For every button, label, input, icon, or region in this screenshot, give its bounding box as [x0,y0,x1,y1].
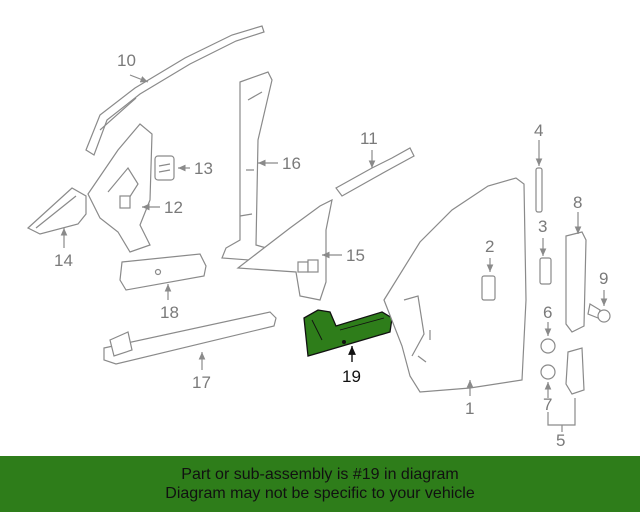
part-11-roof-bracket[interactable] [335,147,415,197]
callout-4: 4 [534,121,543,140]
info-banner: Part or sub-assembly is #19 in diagram D… [0,456,640,512]
part-3-hinge[interactable] [539,257,552,285]
callout-16: 16 [282,154,301,173]
part-1-door[interactable] [383,177,527,393]
part-4-pin[interactable] [535,167,543,213]
callout-3: 3 [538,217,547,236]
callout-10: 10 [117,51,136,70]
part-18-rocker-reinforcement[interactable] [119,253,207,291]
callout-1: 1 [465,399,474,418]
part-12-a-pillar-inner[interactable] [87,123,153,253]
part-14-bracket[interactable] [26,187,87,235]
callout-13: 13 [194,159,213,178]
callout-18: 18 [160,303,179,322]
callout-12: 12 [164,198,183,217]
part-8-vertical-bracket[interactable] [565,231,587,333]
callout-15: 15 [346,246,365,265]
callout-8: 8 [573,193,582,212]
banner-line-1: Part or sub-assembly is #19 in diagram [181,466,459,483]
callout-7: 7 [543,395,552,414]
callout-19: 19 [342,367,361,386]
callout-17: 17 [192,373,211,392]
part-16-b-pillar[interactable] [221,71,281,263]
parts-diagram: 10 13 12 14 16 11 15 18 17 19 1 2 3 4 8 … [26,25,611,450]
banner-line-2: Diagram may not be specific to your vehi… [165,485,475,502]
callout-2: 2 [485,237,494,256]
callout-5: 5 [556,431,565,450]
part-10-roof-rail[interactable] [85,25,265,156]
callout-14: 14 [54,251,73,270]
part-19-highlighted[interactable] [303,309,393,357]
leader-10 [129,74,149,83]
part-17-rocker-panel[interactable] [103,311,277,365]
part-9-bolt[interactable] [587,303,611,323]
callout-6: 6 [543,303,552,322]
callout-9: 9 [599,269,608,288]
part-13-plate[interactable] [154,155,175,181]
part-2-bracket[interactable] [481,275,496,301]
part-5-check-strap[interactable] [565,347,585,395]
callout-11: 11 [360,129,378,148]
part-7-nut[interactable] [540,364,556,380]
part-6-nut[interactable] [540,338,556,354]
